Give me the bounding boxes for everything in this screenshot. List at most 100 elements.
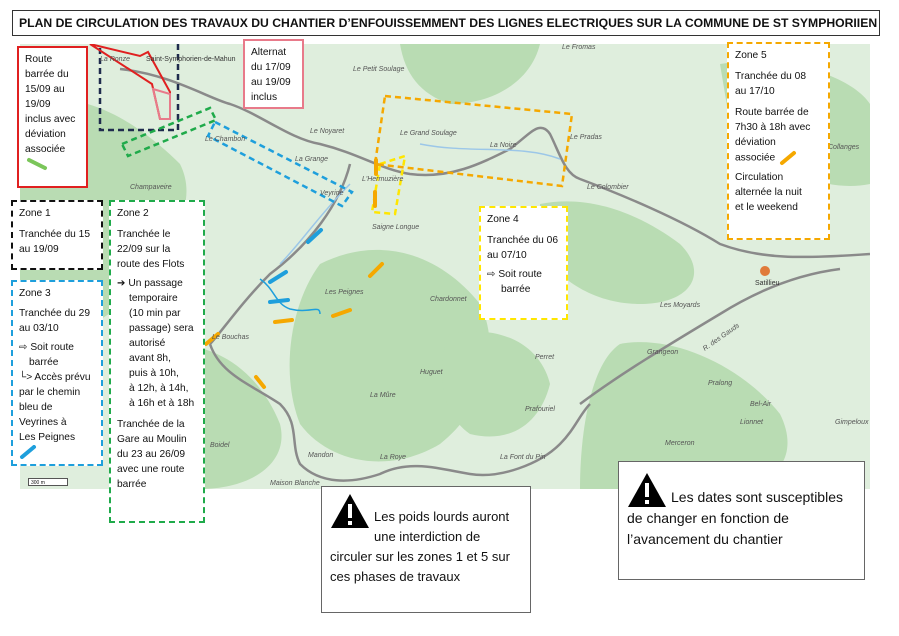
label-grangeon: Grangeon bbox=[647, 349, 679, 356]
zone4-line: ⇨ Soit route bbox=[487, 269, 542, 280]
zone3-line: └> Accès prévu bbox=[19, 372, 91, 383]
warning-poids-lourds: Les poids lourds auront une interdiction… bbox=[321, 486, 531, 613]
alternat-line: au 19/09 bbox=[251, 77, 291, 88]
zone5-line: 7h30 à 18h avec bbox=[735, 122, 811, 133]
label-colombier: Le Colombier bbox=[587, 184, 629, 191]
zone4-line: barrée bbox=[501, 284, 531, 295]
label-peignes: Les Peignes bbox=[325, 289, 364, 296]
label-mandon: Mandon bbox=[308, 452, 334, 459]
warning-icon bbox=[331, 494, 369, 528]
zone5-line: au 17/10 bbox=[735, 86, 775, 97]
zone3-line: Les Peignes bbox=[19, 432, 76, 443]
label-hermuziere: L'Hermuzière bbox=[362, 176, 404, 183]
label-huguet: Huguet bbox=[420, 369, 443, 376]
zone5-line: alternée la nuit bbox=[735, 187, 802, 198]
label-grange: La Grange bbox=[295, 156, 329, 163]
alternat-line: du 17/09 bbox=[251, 62, 291, 73]
zone2-line: Tranchée le bbox=[117, 229, 171, 240]
label-perret: Perret bbox=[535, 354, 555, 361]
label-satillieu: Satillieu bbox=[755, 280, 780, 287]
route-barree-line: Route bbox=[25, 54, 53, 65]
map-scale: 300 m bbox=[28, 478, 68, 486]
rivers bbox=[279, 143, 561, 265]
zone5-line: Circulation bbox=[735, 172, 784, 183]
zone1-line: au 19/09 bbox=[19, 244, 59, 255]
zone3-title: Zone 3 bbox=[19, 288, 51, 299]
zone3-line: par le chemin bbox=[19, 387, 81, 398]
label-champaveire: Champaveire bbox=[130, 184, 172, 191]
zone4-line: au 07/10 bbox=[487, 250, 527, 261]
zone3-line: Tranchée du 29 bbox=[19, 308, 90, 319]
route-barree-line: barrée du bbox=[25, 69, 69, 80]
zone4-title: Zone 4 bbox=[487, 214, 519, 225]
zone2-line: avant 8h, bbox=[129, 353, 171, 364]
zone3-outline bbox=[206, 120, 354, 208]
route-barree-box: Route barrée du 15/09 au 19/09 inclus av… bbox=[17, 46, 88, 188]
zone2-line: (10 min par bbox=[129, 308, 181, 319]
label-bel-air: Bel-Air bbox=[750, 401, 772, 408]
label-fromas: Le Fromas bbox=[562, 44, 596, 51]
label-veyrine: Veyrine bbox=[320, 190, 344, 197]
zone1-line: Tranchée du 15 bbox=[19, 229, 90, 240]
zone2-line: Tranchée de la bbox=[117, 419, 185, 430]
label-saigne-longue: Saigne Longue bbox=[372, 224, 420, 231]
zone2-line: passage) sera bbox=[129, 323, 194, 334]
zone1-title: Zone 1 bbox=[19, 208, 51, 219]
label-noire: La Noire bbox=[490, 142, 517, 149]
zone5-line: Tranchée du 08 bbox=[735, 71, 806, 82]
label-maison-blanche: Maison Blanche bbox=[270, 480, 320, 487]
zone3-line: barrée bbox=[29, 357, 59, 368]
zone2-line: temporaire bbox=[129, 293, 178, 304]
warning-dates-text: Les dates sont susceptibles de changer e… bbox=[627, 489, 843, 547]
warning-dates: Les dates sont susceptibles de changer e… bbox=[618, 461, 865, 580]
zone5-outline bbox=[373, 94, 574, 188]
label-prafouriel: Prafouriel bbox=[525, 406, 555, 413]
zone2-line: du 23 au 26/09 bbox=[117, 449, 185, 460]
zone5-title: Zone 5 bbox=[735, 50, 767, 61]
route-barree-line: associée bbox=[25, 144, 66, 155]
zone2-line: avec une route bbox=[117, 464, 185, 475]
zone2-line: ➔ Un passage bbox=[117, 278, 183, 289]
label-boidel: Boidel bbox=[210, 442, 230, 449]
label-chardonnet: Chardonnet bbox=[430, 296, 467, 303]
alternat-line: Alternat bbox=[251, 47, 287, 58]
zone5-line: déviation bbox=[735, 137, 776, 148]
zone3-box: Zone 3 Tranchée du 29 au 03/10 ⇨ Soit ro… bbox=[11, 280, 103, 466]
label-pralong: Pralong bbox=[708, 380, 733, 387]
label-noyaret: Le Noyaret bbox=[310, 128, 345, 135]
double-arrow-icon bbox=[27, 158, 47, 170]
zone5-associee-line: associée bbox=[735, 150, 822, 166]
label-pradas: Le Pradas bbox=[570, 134, 602, 141]
label-lionnet: Lionnet bbox=[740, 419, 763, 426]
route-barree-line: 19/09 bbox=[25, 99, 51, 110]
zone2-line: Gare au Moulin bbox=[117, 434, 187, 445]
route-barree-line: 15/09 au bbox=[25, 84, 65, 95]
label-petit-soulage: Le Petit Soulage bbox=[353, 66, 405, 73]
zone4-box: Zone 4 Tranchée du 06 au 07/10 ⇨ Soit ro… bbox=[479, 206, 568, 320]
label-grand-soulage: Le Grand Soulage bbox=[400, 130, 457, 137]
zone2-outline bbox=[120, 106, 218, 158]
alternat-outline bbox=[151, 87, 171, 120]
page-title: PLAN DE CIRCULATION DES TRAVAUX DU CHANT… bbox=[12, 10, 880, 36]
label-saint-symphorien: Saint-Symphorien-de-Mahun bbox=[146, 56, 236, 63]
satillieu-marker bbox=[760, 266, 770, 276]
alternat-line: inclus bbox=[251, 92, 278, 103]
zone2-line: à 16h et à 18h bbox=[129, 398, 195, 409]
label-roye: La Roye bbox=[380, 454, 407, 461]
zone3-line: bleu de bbox=[19, 402, 53, 413]
label-mure: La Mûre bbox=[370, 392, 396, 399]
zone2-box: Zone 2 Tranchée le 22/09 sur la route de… bbox=[109, 200, 205, 523]
blue-access-path bbox=[259, 278, 321, 315]
zone5-box: Zone 5 Tranchée du 08 au 17/10 Route bar… bbox=[727, 42, 830, 240]
label-bouchas: Le Bouchas bbox=[212, 334, 249, 341]
alternat-box: Alternat du 17/09 au 19/09 inclus bbox=[243, 39, 304, 109]
label-moyards: Les Moyards bbox=[660, 302, 701, 309]
zone5-line: et le weekend bbox=[735, 202, 798, 213]
zone2-line: barrée bbox=[117, 479, 147, 490]
zone3-line: au 03/10 bbox=[19, 323, 59, 334]
zone2-line: autorisé bbox=[129, 338, 166, 349]
zone1-box: Zone 1 Tranchée du 15 au 19/09 bbox=[11, 200, 103, 270]
label-ronze: La Ronze bbox=[100, 56, 130, 63]
route-barree-line: inclus avec bbox=[25, 114, 76, 125]
label-collanges: Collanges bbox=[828, 144, 860, 151]
